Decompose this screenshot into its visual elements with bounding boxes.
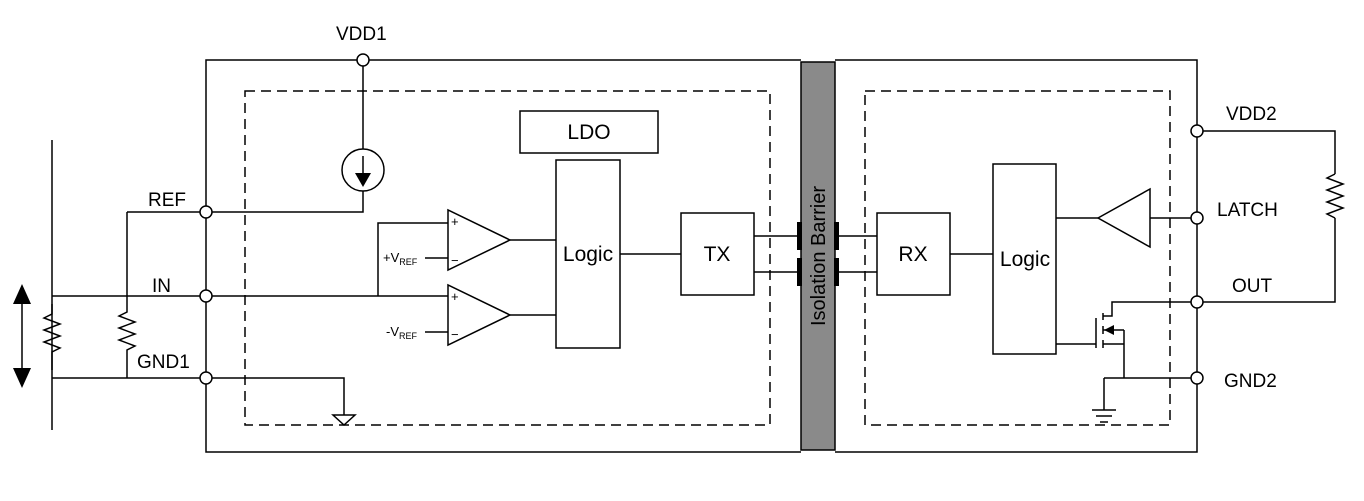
package-outline — [205, 59, 1198, 453]
isolation-capacitors-icon — [797, 222, 839, 286]
comparator-top: + − +VREF — [383, 208, 512, 272]
tx-label: TX — [704, 243, 731, 266]
ldo-block — [519, 110, 659, 154]
pos-vref-label: +VREF — [383, 250, 418, 267]
out-pin — [1190, 295, 1204, 309]
gnd2-ground-icon — [1092, 409, 1116, 423]
comparator-top-plus: + — [451, 214, 459, 229]
input-resistor-icon — [41, 304, 63, 370]
gnd2-pin — [1190, 371, 1204, 385]
ref-label: REF — [148, 190, 186, 211]
in-label: IN — [152, 276, 171, 297]
current-source-arrow-icon — [355, 173, 371, 187]
out-label: OUT — [1232, 276, 1273, 297]
latch-label: LATCH — [1217, 200, 1278, 221]
gnd1-ground-icon — [331, 414, 357, 427]
gnd2-label: GND2 — [1224, 371, 1277, 392]
neg-vref-prefix: -V — [386, 324, 399, 339]
left-die-region — [244, 90, 771, 426]
isolation-barrier — [800, 61, 836, 451]
pull-up-resistor-icon — [1324, 173, 1346, 219]
pos-vref-prefix: +V — [383, 250, 400, 265]
comparator-bottom-minus: − — [451, 327, 459, 342]
logic-right-label: Logic — [1000, 248, 1050, 271]
output-mosfet-icon — [1056, 301, 1191, 410]
pos-vref-subscript: REF — [399, 257, 418, 267]
latch-buffer-icon — [1096, 187, 1151, 249]
vdd2-pin — [1190, 124, 1204, 138]
pull-up-resistor-circuit — [1203, 130, 1346, 303]
comparator-bottom: + − -VREF — [386, 283, 512, 347]
tx-block — [680, 212, 755, 296]
ref-pin — [199, 205, 213, 219]
vdd2-label: VDD2 — [1226, 104, 1277, 125]
comparator-bottom-plus: + — [451, 289, 459, 304]
latch-pin — [1190, 211, 1204, 225]
vdd1-label: VDD1 — [336, 24, 387, 45]
logic-right-block — [992, 163, 1057, 355]
double-arrow-down-icon — [13, 368, 31, 388]
ldo-label: LDO — [567, 121, 610, 144]
double-arrow-up-icon — [13, 284, 31, 304]
neg-vref-label: -VREF — [386, 324, 418, 341]
rx-label: RX — [898, 243, 927, 266]
external-input-circuit — [13, 140, 200, 430]
gnd1-label: GND1 — [137, 352, 190, 373]
vdd1-pin — [356, 53, 370, 67]
logic-left-label: Logic — [563, 243, 613, 266]
ref-resistor-icon — [116, 212, 138, 378]
neg-vref-subscript: REF — [399, 331, 418, 341]
logic-left-block — [555, 159, 621, 349]
gnd1-pin — [199, 371, 213, 385]
isolation-barrier-label: Isolation Barrier — [808, 186, 830, 326]
right-die-region — [864, 90, 1171, 426]
rx-block — [876, 212, 951, 296]
in-pin — [199, 289, 213, 303]
comparator-top-minus: − — [451, 253, 459, 268]
